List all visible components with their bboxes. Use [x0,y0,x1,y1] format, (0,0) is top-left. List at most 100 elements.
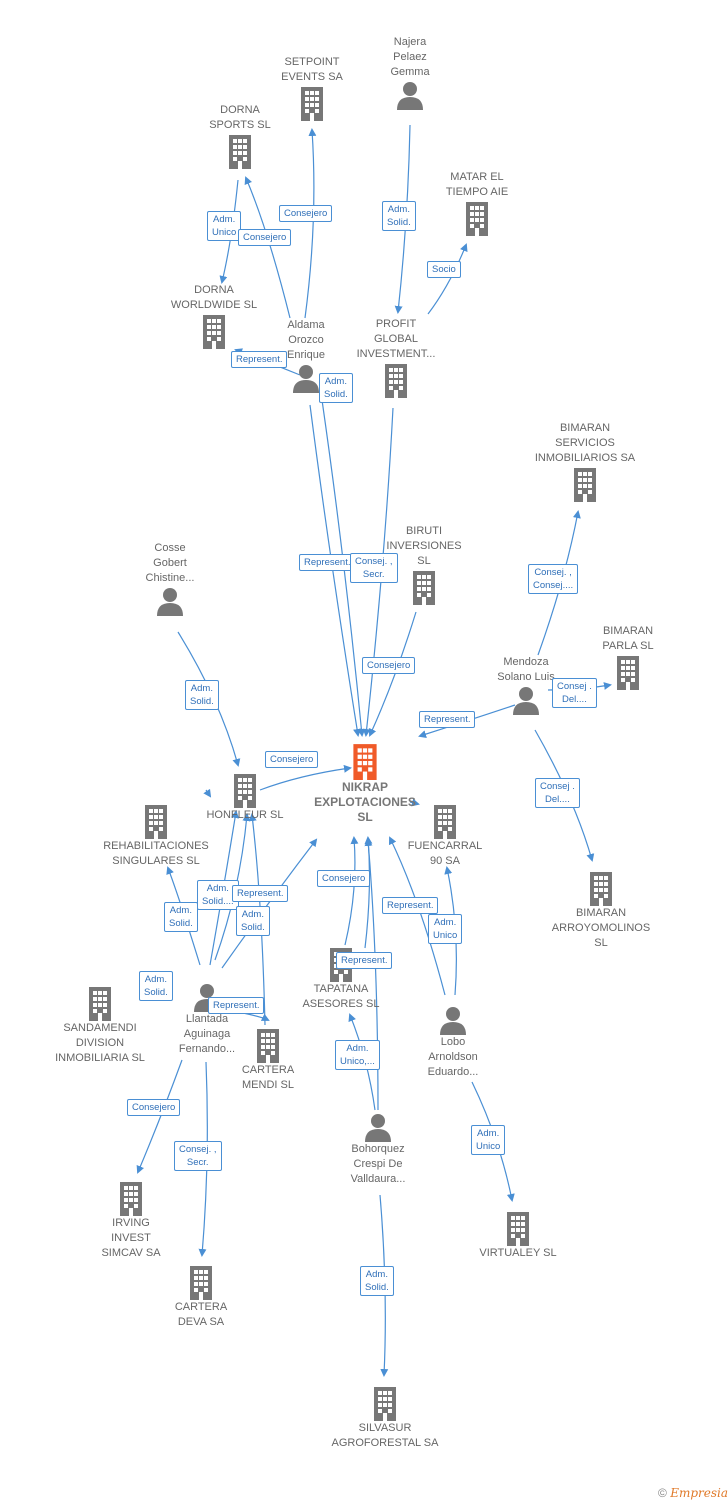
edge-stub-honfleur [203,788,212,798]
edge-label-consejero[interactable]: Consejero [127,1099,181,1116]
node-rehabilitaciones[interactable]: REHABILITACIONES SINGULARES SL [81,803,231,869]
node-label: Llantada Aguinaga Fernando... [178,1013,236,1055]
node-mendoza[interactable]: Mendoza Solano Luis [451,655,601,715]
node-profit-global[interactable]: PROFIT GLOBAL INVESTMENT... [321,317,471,398]
node-label: Bohorquez Crespi De Valldaura... [350,1143,406,1185]
node-label: IRVING INVEST SIMCAV SA [101,1217,161,1259]
node-nikrap[interactable]: NIKRAP EXPLOTACIONES SL [290,742,440,825]
node-label: Aldama Orozco Enrique [287,319,325,361]
footer-brand[interactable]: © Empresia [658,1486,728,1500]
node-label: BIRUTI INVERSIONES SL [386,525,462,567]
building-icon [507,1212,529,1246]
edge-label-consejero[interactable]: Consejero [362,657,416,674]
node-najera[interactable]: Najera Pelaez Gemma [335,35,485,110]
edge-biruti-nikrap [368,611,417,737]
node-irving[interactable]: IRVING INVEST SIMCAV SA [56,1180,206,1261]
edge-label-represent[interactable]: Represent. [299,554,356,571]
edge-label-adm-solid[interactable]: Adm. Solid. [382,201,416,231]
node-bimaran-parla[interactable]: BIMARAN PARLA SL [553,624,703,690]
edge-label-consej-secr[interactable]: Consej. , Secr. [350,553,398,583]
edge-label-consej-del[interactable]: Consej . Del.... [552,678,597,708]
building-icon [229,135,251,169]
node-bimaran-arroyomolinos[interactable]: BIMARAN ARROYOMOLINOS SL [526,870,676,951]
node-label: VIRTUALEY SL [479,1247,557,1259]
edge-label-consejero[interactable]: Consejero [279,205,333,222]
node-label: Najera Pelaez Gemma [390,36,430,78]
edge-label-represent[interactable]: Represent. [208,997,265,1014]
brand-logo: Empresia [670,1486,728,1500]
node-label: CARTERA DEVA SA [174,1301,228,1328]
edge-label-consej-del[interactable]: Consej . Del.... [535,778,580,808]
node-lobo[interactable]: Lobo Arnoldson Eduardo... [378,1005,528,1080]
node-fuencarral[interactable]: FUENCARRAL 90 SA [370,803,520,869]
edge-label-adm-solid[interactable]: Adm. Solid. [360,1266,394,1296]
node-silvasur[interactable]: SILVASUR AGROFORESTAL SA [310,1385,460,1451]
edge-tapatana-nikrap [344,836,359,946]
edge-label-adm-solid[interactable]: Adm. Solid. [236,906,270,936]
edge-label-consej[interactable]: Consej. , Consej.... [528,564,579,594]
node-honfleur[interactable]: HONFLEUR SL [170,772,320,823]
building-icon-focus [353,744,377,780]
node-aldama[interactable]: Aldama Orozco Enrique [231,318,381,393]
node-bohorquez[interactable]: Bohorquez Crespi De Valldaura... [303,1112,453,1187]
edge-label-adm-unico[interactable]: Adm. Unico [428,914,463,944]
edge-label-represent[interactable]: Represent. [382,897,439,914]
node-dorna-sports[interactable]: DORNA SPORTS SL [165,103,315,169]
person-icon [157,588,183,616]
node-label: HONFLEUR SL [206,809,284,821]
node-label: NIKRAP EXPLOTACIONES SL [314,780,416,824]
node-virtualey[interactable]: VIRTUALEY SL [443,1210,593,1261]
edge-label-adm-solid[interactable]: Adm. Solid. [139,971,173,1001]
node-label: PROFIT GLOBAL INVESTMENT... [356,318,436,360]
edge-aldama-setpoint [304,128,317,319]
edge-label-adm-solid[interactable]: Adm. Solid. [319,373,353,403]
node-label: Cosse Gobert Chistine... [145,542,195,584]
building-icon [234,774,256,808]
edge-label-adm-unico[interactable]: Adm. Unico,... [335,1040,380,1070]
node-label: FUENCARRAL 90 SA [407,840,483,867]
node-label: SETPOINT EVENTS SA [281,56,343,83]
edge-label-consejero[interactable]: Consejero [238,229,292,246]
edge-honfleur-nikrap [259,764,352,791]
edge-label-adm-solid[interactable]: Adm. Solid. [185,680,219,710]
edge-stub-fuencarral [409,798,420,807]
edge-label-represent[interactable]: Represent. [232,885,289,902]
node-cartera-mendi[interactable]: CARTERA MENDI SL [193,1027,343,1093]
building-icon [145,805,167,839]
edge-label-adm-solid[interactable]: Adm. Solid.... [197,880,239,910]
node-cosse[interactable]: Cosse Gobert Chistine... [95,541,245,616]
building-icon [190,1266,212,1300]
edge-label-consejero[interactable]: Consejero [317,870,371,887]
edge-llantada-nikrap [221,838,318,969]
building-icon [257,1029,279,1063]
edge-label-represent[interactable]: Represent. [336,952,393,969]
edge-label-adm-unico[interactable]: Adm. Unico [471,1125,506,1155]
edge-label-adm-solid[interactable]: Adm. Solid. [164,902,198,932]
edge-label-represent[interactable]: Represent. [419,711,476,728]
node-dorna-worldwide[interactable]: DORNA WORLDWIDE SL [139,283,289,349]
node-biruti[interactable]: BIRUTI INVERSIONES SL [349,524,499,605]
building-icon [413,571,435,605]
node-label: SILVASUR AGROFORESTAL SA [331,1422,439,1449]
building-icon [120,1182,142,1216]
edge-label-represent[interactable]: Represent. [231,351,288,368]
node-label: CARTERA MENDI SL [241,1064,295,1091]
edge-label-adm-unico[interactable]: Adm. Unico [207,211,242,241]
node-label: MATAR EL TIEMPO AIE [445,171,509,198]
edge-label-socio[interactable]: Socio [427,261,461,278]
node-label: Lobo Arnoldson Eduardo... [427,1036,479,1078]
node-sandamendi[interactable]: SANDAMENDI DIVISION INMOBILIARIA SL [25,985,175,1066]
node-label: BIMARAN SERVICIOS INMOBILIARIOS SA [534,422,636,464]
node-label: DORNA SPORTS SL [209,104,271,131]
edge-label-consej-secr[interactable]: Consej. , Secr. [174,1141,222,1171]
node-bimaran-servicios[interactable]: BIMARAN SERVICIOS INMOBILIARIOS SA [510,421,660,502]
node-cartera-deva[interactable]: CARTERA DEVA SA [126,1264,276,1330]
node-matar[interactable]: MATAR EL TIEMPO AIE [402,170,552,236]
node-label: BIMARAN PARLA SL [602,625,654,652]
node-setpoint[interactable]: SETPOINT EVENTS SA [237,55,387,121]
person-icon [397,82,423,110]
building-icon [466,202,488,236]
edge-label-consejero[interactable]: Consejero [265,751,319,768]
person-icon [440,1007,466,1035]
